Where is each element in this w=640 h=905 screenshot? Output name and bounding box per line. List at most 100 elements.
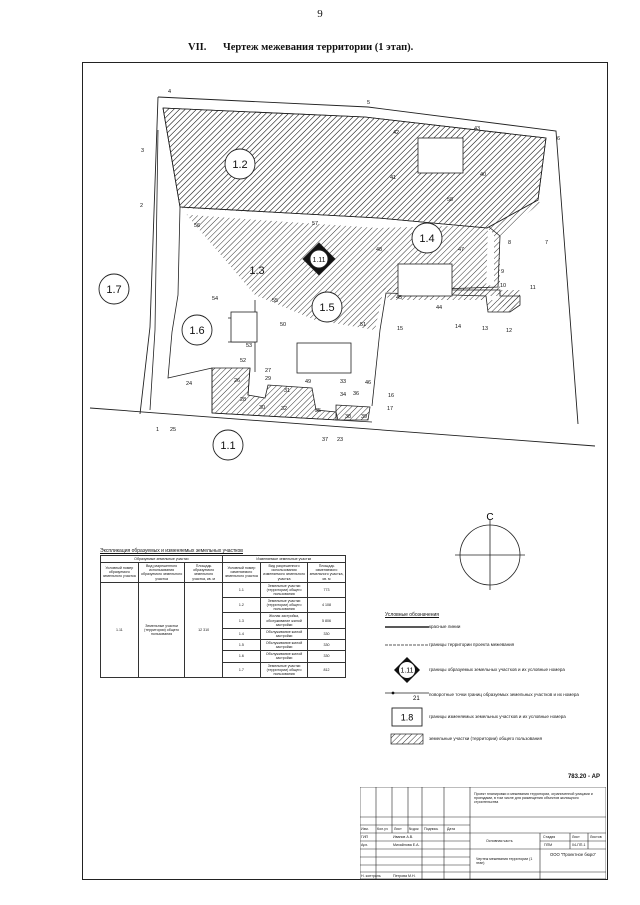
label-parcel-1-11: 1.11 — [312, 257, 325, 264]
marker-1-4 — [411, 222, 443, 254]
title-block: 783.20 - АР Проект планировки и межевани… — [360, 774, 606, 879]
row-use: Обслуживание жилой застройки — [260, 650, 309, 663]
header-count: Кол.уч — [377, 827, 388, 831]
legend-text: границы изменяемых земельных участков и … — [429, 714, 566, 720]
point-43: 43 — [474, 126, 480, 132]
table-row: 1.11 Земельные участки (территории) обще… — [100, 581, 346, 678]
marker-1-1 — [212, 429, 244, 461]
point-labels: 1 2 3 4 5 6 7 8 9 10 11 12 13 14 15 16 1… — [140, 89, 560, 443]
point-38: 38 — [345, 414, 351, 420]
row-area: 330 — [307, 627, 346, 641]
point-15: 15 — [397, 326, 403, 332]
legend-item: 21 поворотные точки границ образуемых зе… — [385, 688, 595, 702]
point-28: 28 — [240, 397, 246, 403]
main-number: 1.11 — [100, 581, 139, 678]
legend-item: 1.11 границы образуемых земельных участк… — [385, 656, 595, 684]
point-4: 4 — [168, 89, 171, 95]
legend-text: границы образуемых земельных участков и … — [429, 667, 565, 673]
point-29: 29 — [265, 376, 271, 382]
name-architect: Михайлова Е.А. — [393, 843, 420, 847]
row-area: 773 — [307, 581, 346, 599]
north-arrow-label: С — [486, 512, 493, 523]
row-area: 330 — [307, 650, 346, 663]
point-50: 50 — [280, 322, 286, 328]
header-date: Дата — [447, 827, 455, 831]
row-area: 812 — [307, 661, 346, 678]
legend-point-label: 21 — [413, 696, 420, 701]
row-use: Обслуживание жилой застройки — [260, 627, 309, 641]
point-47: 47 — [458, 247, 464, 253]
legend-item: земельные участки (территории) общего по… — [385, 732, 595, 746]
point-24: 24 — [186, 381, 192, 387]
legend-text: поворотные точки границ образуемых земел… — [429, 692, 579, 698]
group-header-new: Образуемые земельные участки — [100, 554, 223, 564]
hatch-symbol — [385, 733, 429, 745]
point-51: 51 — [360, 322, 366, 328]
parcel-east-area — [387, 255, 520, 312]
point-26: 26 — [234, 378, 240, 384]
north-arrow — [455, 520, 525, 590]
row-number: 1.1 — [221, 581, 262, 599]
row-area: 330 — [307, 638, 346, 652]
point-25: 25 — [170, 427, 176, 433]
drawing-code: 783.20 - АР — [567, 774, 600, 780]
role-architect: Арх. — [361, 843, 369, 847]
legend-text: красные линии — [429, 624, 461, 630]
project-boundary — [89, 96, 596, 447]
point-55: 55 — [272, 298, 278, 304]
point-5: 5 — [367, 100, 370, 106]
point-36: 36 — [353, 391, 359, 397]
point-13: 13 — [482, 326, 488, 332]
row-use: Земельные участки (территории) общего по… — [260, 581, 309, 599]
red-line-symbol — [385, 624, 429, 630]
point-42: 42 — [393, 130, 399, 136]
building-1-5 — [296, 342, 352, 374]
part-title: Основная часть — [486, 839, 513, 843]
point-34: 34 — [340, 392, 346, 398]
building-1-2 — [417, 137, 464, 174]
parcel-markers — [98, 148, 443, 461]
parcel-1-2-clip — [178, 200, 540, 228]
label-parcel-1-7: 1.7 — [106, 284, 121, 296]
buildings — [230, 137, 464, 374]
point-54: 54 — [212, 296, 218, 302]
legend-changed-label: 1.8 — [401, 713, 414, 723]
label-parcel-1-4: 1.4 — [419, 233, 434, 245]
header-change: Изм. — [361, 827, 369, 831]
legend: Условные обозначения красные линии грани… — [385, 612, 595, 750]
point-56: 56 — [194, 223, 200, 229]
point-8: 8 — [508, 240, 511, 246]
point-44: 44 — [436, 305, 442, 311]
point-14: 14 — [455, 324, 461, 330]
role-chief: ГИП — [361, 835, 369, 839]
sheet-label: Лист — [572, 835, 580, 839]
project-description: Проект планировки и межевания территории… — [474, 792, 593, 805]
parcel-corner-area — [335, 404, 371, 421]
point-40: 40 — [480, 172, 486, 178]
col-changed-number: Условный номер изменяемого земельного уч… — [221, 562, 262, 583]
drawing-sheet-frame — [82, 62, 608, 880]
table-row: 1.7 Земельные участки (территории) общег… — [101, 661, 346, 678]
sheet-value: 04-ПП-1 — [572, 843, 586, 847]
stage-label: Стадия — [543, 835, 556, 839]
point-30: 30 — [259, 405, 265, 411]
row-use: Земельные участки (территории) общего по… — [260, 661, 309, 678]
row-number: 1.5 — [221, 638, 262, 652]
header-doc: №док — [409, 827, 419, 831]
col-new-use: Вид разрешенного использования образуемо… — [137, 562, 186, 583]
marker-1-6 — [181, 314, 213, 346]
point-41: 41 — [390, 175, 396, 181]
col-changed-use: Вид разрешенного использования изменяемо… — [260, 562, 309, 583]
point-35: 35 — [315, 408, 321, 414]
parcel-boundaries — [149, 107, 547, 423]
row-area: 5 806 — [307, 612, 346, 629]
table-row: 1.3 Жилая застройка, обслуживание жилой … — [101, 612, 346, 629]
building-1-4 — [397, 263, 453, 297]
point-58: 58 — [447, 197, 453, 203]
row-use: Земельные участки (территории) общего по… — [260, 596, 309, 614]
point-9: 9 — [501, 269, 504, 275]
col-changed-area: Площадь изменяемого земельного участка, … — [307, 562, 346, 583]
marker-1-7 — [98, 273, 130, 305]
legend-item: 1.8 границы изменяемых земельных участко… — [385, 706, 595, 728]
